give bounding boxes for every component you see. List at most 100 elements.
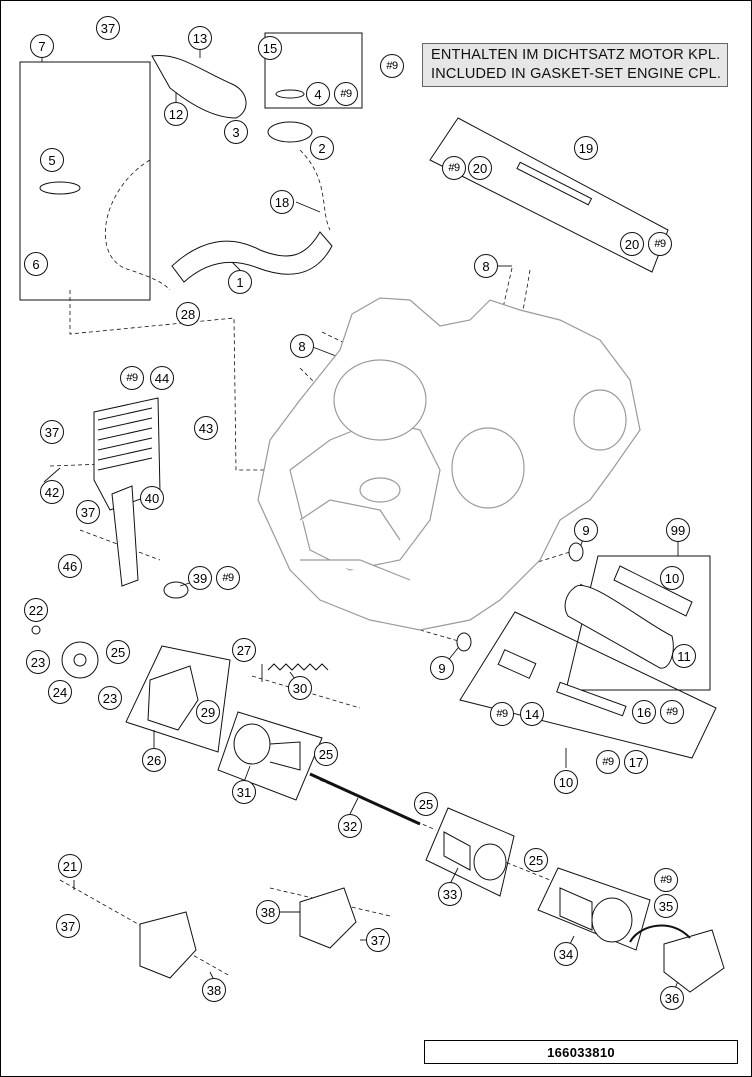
bracket-12 [151,54,247,119]
callout-ref-9-19: #9 [442,156,466,180]
callout-31: 31 [232,780,256,804]
oring-4 [275,89,305,99]
callout-37-d: 37 [56,914,80,938]
callout-25-a: 25 [106,640,130,664]
callout-23-a: 23 [26,650,50,674]
spring-30 [267,663,329,671]
callout-27: 27 [232,638,256,662]
callout-20-b: 20 [620,232,644,256]
hose-1 [171,231,333,283]
callout-18: 18 [270,190,294,214]
group-box-99 [565,555,711,691]
pump-cover-36 [629,924,725,993]
group-box-15 [264,32,363,109]
callout-19: 19 [574,136,598,160]
oring-39 [163,581,189,599]
pump-cover-38 [299,887,357,949]
legend-line-en: INCLUDED IN GASKET-SET ENGINE CPL. [431,66,722,82]
callout-15: 15 [258,36,282,60]
callout-30: 30 [288,676,312,700]
callout-ref-9-39: #9 [216,566,240,590]
oring-5 [39,181,81,195]
callout-42: 42 [40,480,64,504]
callout-35: 35 [654,894,678,918]
callout-10-b: 10 [554,770,578,794]
callout-ref-9-16: #9 [660,700,684,724]
group-box-10 [459,611,717,759]
callout-25-c: 25 [414,792,438,816]
callout-23-b: 23 [98,686,122,710]
callout-25-b: 25 [314,742,338,766]
callout-17: 17 [624,750,648,774]
sleeve-14 [497,649,537,679]
rotor-31 [233,723,301,771]
callout-ref-9-35: #9 [654,868,678,892]
group-box-26 [125,645,231,753]
callout-32: 32 [338,814,362,838]
callout-37-c: 37 [76,500,100,524]
pump-cover-21 [139,911,197,979]
callout-36: 36 [660,986,684,1010]
callout-44: 44 [150,366,174,390]
callout-8-a: 8 [474,254,498,278]
callout-25-d: 25 [524,848,548,872]
callout-37-b: 37 [40,420,64,444]
callout-ref-9-20: #9 [648,232,672,256]
callout-24: 24 [48,680,72,704]
callout-26: 26 [142,748,166,772]
callout-20-a: 20 [468,156,492,180]
callout-37-a: 37 [96,16,120,40]
document-number: 166033810 [424,1040,738,1064]
callout-43: 43 [194,416,218,440]
group-box-7 [19,61,151,301]
oil-cooler [93,397,161,587]
callout-38-b: 38 [202,978,226,1002]
pump-housing-26 [147,665,199,731]
callout-40: 40 [140,486,164,510]
callout-38-a: 38 [256,900,280,924]
group-box-31 [217,711,323,801]
callout-9-b: 9 [430,656,454,680]
engine-crankcase [257,297,641,631]
callout-14: 14 [520,702,544,726]
oil-pump-gear [31,625,99,679]
callout-ref-9-14: #9 [490,702,514,726]
callout-46: 46 [58,554,82,578]
group-box-33 [425,807,515,897]
callout-ref-9-4: #9 [334,82,358,106]
callout-99: 99 [666,518,690,542]
callout-39: 39 [188,566,212,590]
thermostat-2 [267,121,313,143]
callout-16: 16 [632,700,656,724]
oil-pipe-19 [516,161,593,206]
oil-filter [564,565,693,669]
callout-10-a: 10 [660,566,684,590]
oil-pipe-10 [556,681,627,717]
callout-6: 6 [24,252,48,276]
callout-2: 2 [310,136,334,160]
callout-28: 28 [176,302,200,326]
callout-1: 1 [228,270,252,294]
callout-8-b: 8 [290,334,314,358]
callout-ref-9-44: #9 [120,366,144,390]
callout-11: 11 [672,644,696,668]
callout-7: 7 [30,34,54,58]
callout-21: 21 [58,854,82,878]
callout-ref-9-17: #9 [596,750,620,774]
callout-13: 13 [188,26,212,50]
callout-37-e: 37 [366,928,390,952]
callout-22: 22 [24,598,48,622]
callout-ref-9-legend: #9 [380,54,404,78]
callout-12: 12 [164,102,188,126]
callout-33: 33 [438,882,462,906]
legend-line-de: ENTHALTEN IM DICHTSATZ MOTOR KPL. [431,47,721,63]
gasket-set-legend: ENTHALTEN IM DICHTSATZ MOTOR KPL. INCLUD… [422,43,728,87]
shaft-32 [309,772,421,826]
group-box-19 [429,117,669,273]
callout-9-a: 9 [574,518,598,542]
rotor-33 [443,831,507,881]
callout-29: 29 [196,700,220,724]
callout-34: 34 [554,942,578,966]
callout-4: 4 [306,82,330,106]
